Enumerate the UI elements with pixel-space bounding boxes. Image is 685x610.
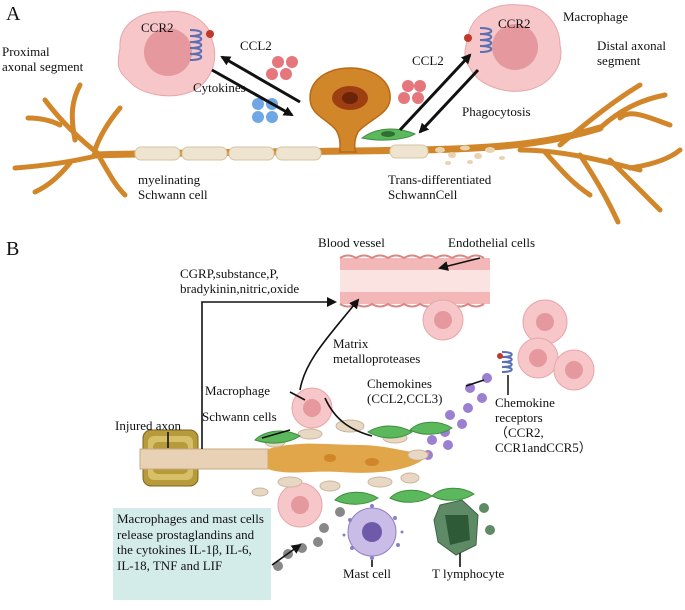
matrix-metalloproteases-label: Matrix metalloproteases xyxy=(333,336,421,366)
blood-vessel-label: Blood vessel xyxy=(318,235,385,250)
chemokine-receptor-icon xyxy=(501,351,513,395)
ccr2-left-label: CCR2 xyxy=(141,20,174,35)
chemokine-receptors-label: Chemokine receptors （CCR2, CCR1andCCR5） xyxy=(495,395,592,455)
t-lymphocyte-label: T lymphocyte xyxy=(432,566,505,581)
neuron-axon xyxy=(12,67,683,225)
cytokine-dots xyxy=(252,98,278,123)
myelinating-schwann-label: myelinating Schwann cell xyxy=(138,172,208,202)
release-info-text: Macrophages and mast cells release prost… xyxy=(117,511,264,573)
ccr2-right-label: CCR2 xyxy=(498,16,531,31)
release-info-box xyxy=(113,508,271,600)
panel-a-arrows xyxy=(211,53,480,134)
macrophage-label-b: Macrophage xyxy=(205,383,270,398)
injured-axon-label: Injured axon xyxy=(115,418,182,433)
distal-segment-label: Distal axonal segment xyxy=(597,38,666,68)
ccl2-dots-left xyxy=(266,56,298,80)
injured-axon xyxy=(139,429,269,487)
ccr2-receptor-icon xyxy=(479,27,493,53)
cytokines-label: Cytokines xyxy=(193,80,246,95)
schwann-cells-b xyxy=(254,421,475,505)
transdiff-schwann-label: Trans-differentiated SchwannCell xyxy=(388,172,492,202)
panel-a-label: A xyxy=(6,3,21,25)
mast-cell-label: Mast cell xyxy=(343,566,392,581)
endothelial-cells-label: Endothelial cells xyxy=(448,235,536,250)
myelin-debris xyxy=(435,145,505,165)
ccl2-left-label: CCL2 xyxy=(240,38,272,53)
macrophage-right xyxy=(464,4,562,92)
phagocytosis-label: Phagocytosis xyxy=(462,104,531,119)
mast-cell xyxy=(342,504,404,560)
myelin-sheath xyxy=(134,144,429,161)
cgrp-label: CGRP,substance,P, bradykinin,nitric,oxid… xyxy=(180,266,300,296)
ccl2-right-label: CCL2 xyxy=(412,53,444,68)
chemokines-label: Chemokines (CCL2,CCL3) xyxy=(367,376,443,406)
blood-vessel xyxy=(339,254,490,308)
t-lymphocyte xyxy=(433,499,495,556)
schwann-cells-label: Schwann cells xyxy=(202,409,277,424)
transdifferentiated-schwann-cell xyxy=(360,128,417,141)
panel-b-arrows xyxy=(167,257,485,567)
macrophage-left xyxy=(117,10,216,97)
panel-b-label: B xyxy=(6,238,20,260)
circulating-macrophages xyxy=(277,299,595,528)
ccr2-receptor-icon xyxy=(189,29,203,61)
macrophage-label-a: Macrophage xyxy=(563,9,628,24)
ccl2-dots-right xyxy=(398,80,426,104)
proximal-segment-label: Proximal axonal segment xyxy=(2,44,84,74)
